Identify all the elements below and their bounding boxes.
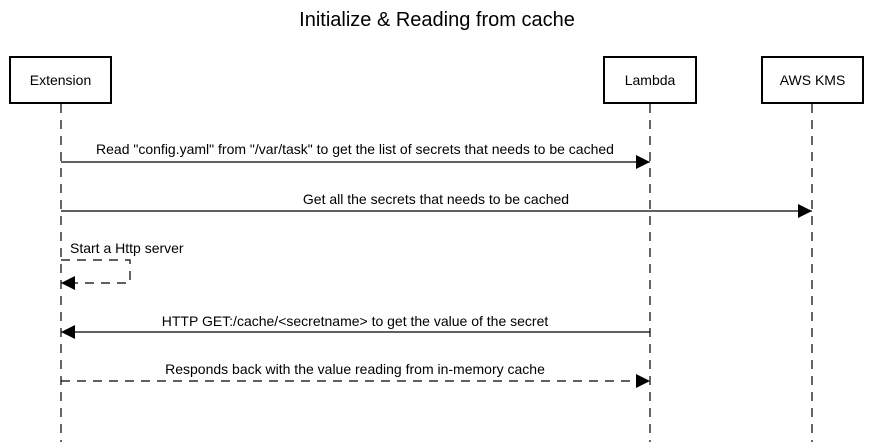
actor-box-lambda: [603, 56, 697, 104]
actor-label-aws-kms: AWS KMS: [780, 72, 846, 88]
actor-label-lambda: Lambda: [625, 72, 676, 88]
message-responds-back: Responds back with the value reading fro…: [61, 361, 650, 388]
actor-lambda: Lambda: [603, 56, 697, 104]
message-label: Get all the secrets that needs to be cac…: [303, 191, 569, 207]
message-label: Read "config.yaml" from "/var/task" to g…: [96, 141, 614, 157]
message-read-config: Read "config.yaml" from "/var/task" to g…: [61, 141, 650, 169]
diagram-title: Initialize & Reading from cache: [299, 9, 575, 31]
message-arrow: [61, 259, 131, 290]
actor-box-extension: [9, 56, 112, 104]
actor-extension: Extension: [9, 56, 112, 104]
message-label: Responds back with the value reading fro…: [165, 361, 545, 377]
message-label: HTTP GET:/cache/<secretname> to get the …: [162, 313, 549, 329]
message-get-secrets: Get all the secrets that needs to be cac…: [61, 191, 812, 218]
actor-aws-kms: AWS KMS: [761, 56, 864, 104]
message-label: Start a Http server: [70, 240, 184, 256]
message-start-http-server: Start a Http server: [61, 240, 184, 290]
actor-label-extension: Extension: [30, 72, 91, 88]
actor-box-aws-kms: [761, 56, 864, 104]
message-http-get-cache: HTTP GET:/cache/<secretname> to get the …: [61, 313, 650, 339]
